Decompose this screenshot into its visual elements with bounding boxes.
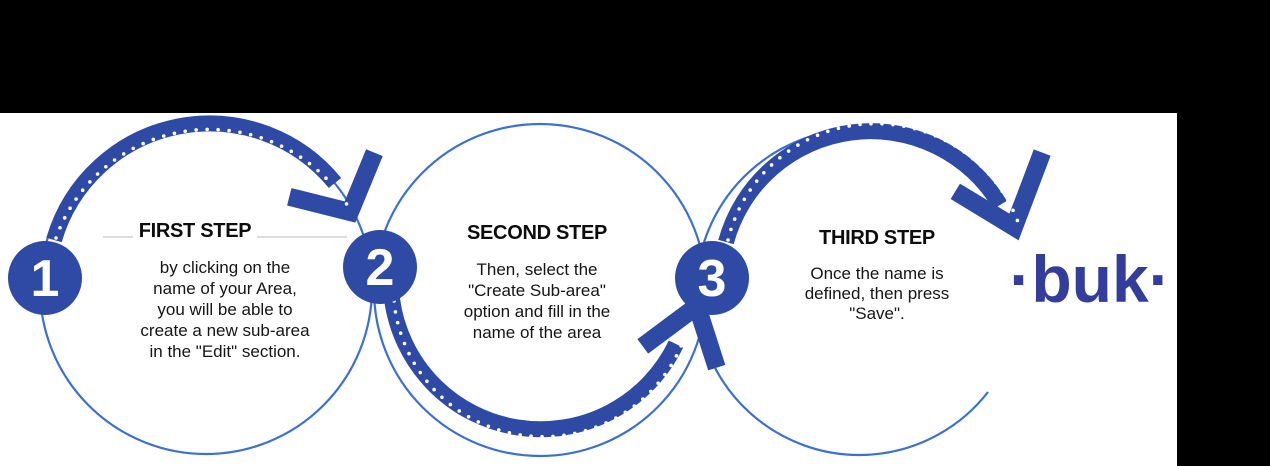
step-title-3: THIRD STEP (819, 227, 935, 249)
step-section-3: THIRD STEP Once the name is defined, the… (752, 227, 1002, 324)
right-black-band (1177, 0, 1270, 466)
flow-arc-3 (718, 123, 1007, 245)
step-number-2: 2 (366, 239, 395, 297)
step-description-2: Then, select the "Create Sub-area" optio… (463, 260, 611, 342)
step-title-row-3: THIRD STEP (752, 227, 1002, 250)
dotted-track-3 (726, 121, 1020, 242)
step-number-3: 3 (698, 250, 727, 308)
step-section-2: SECOND STEP Then, select the "Create Sub… (412, 222, 662, 343)
top-black-band (0, 0, 1270, 113)
step-title-2: SECOND STEP (466, 222, 608, 244)
buk-logo: ·buk· (1009, 242, 1171, 316)
step-circle-3 (675, 241, 749, 315)
step-section-1: FIRST STEP by clicking on the name of yo… (100, 220, 350, 362)
step-title-1: FIRST STEP (138, 220, 252, 242)
dotted-track-1 (54, 127, 354, 240)
step-circle-1 (8, 241, 82, 315)
step-title-row-1: FIRST STEP (100, 220, 350, 243)
step-circle-2 (343, 230, 417, 304)
step-number-1: 1 (31, 250, 60, 308)
step-title-row-2: SECOND STEP (412, 222, 662, 245)
title-decoration-line-left (102, 235, 133, 238)
arrowhead-3-icon (950, 149, 1051, 241)
step-description-1: by clicking on the name of your Area, yo… (140, 258, 310, 361)
step-description-3: Once the name is defined, then press "Sa… (804, 264, 950, 323)
arrowhead-1-icon (287, 149, 383, 223)
title-decoration-line-right (257, 235, 348, 238)
flow-arc-1 (46, 115, 342, 243)
